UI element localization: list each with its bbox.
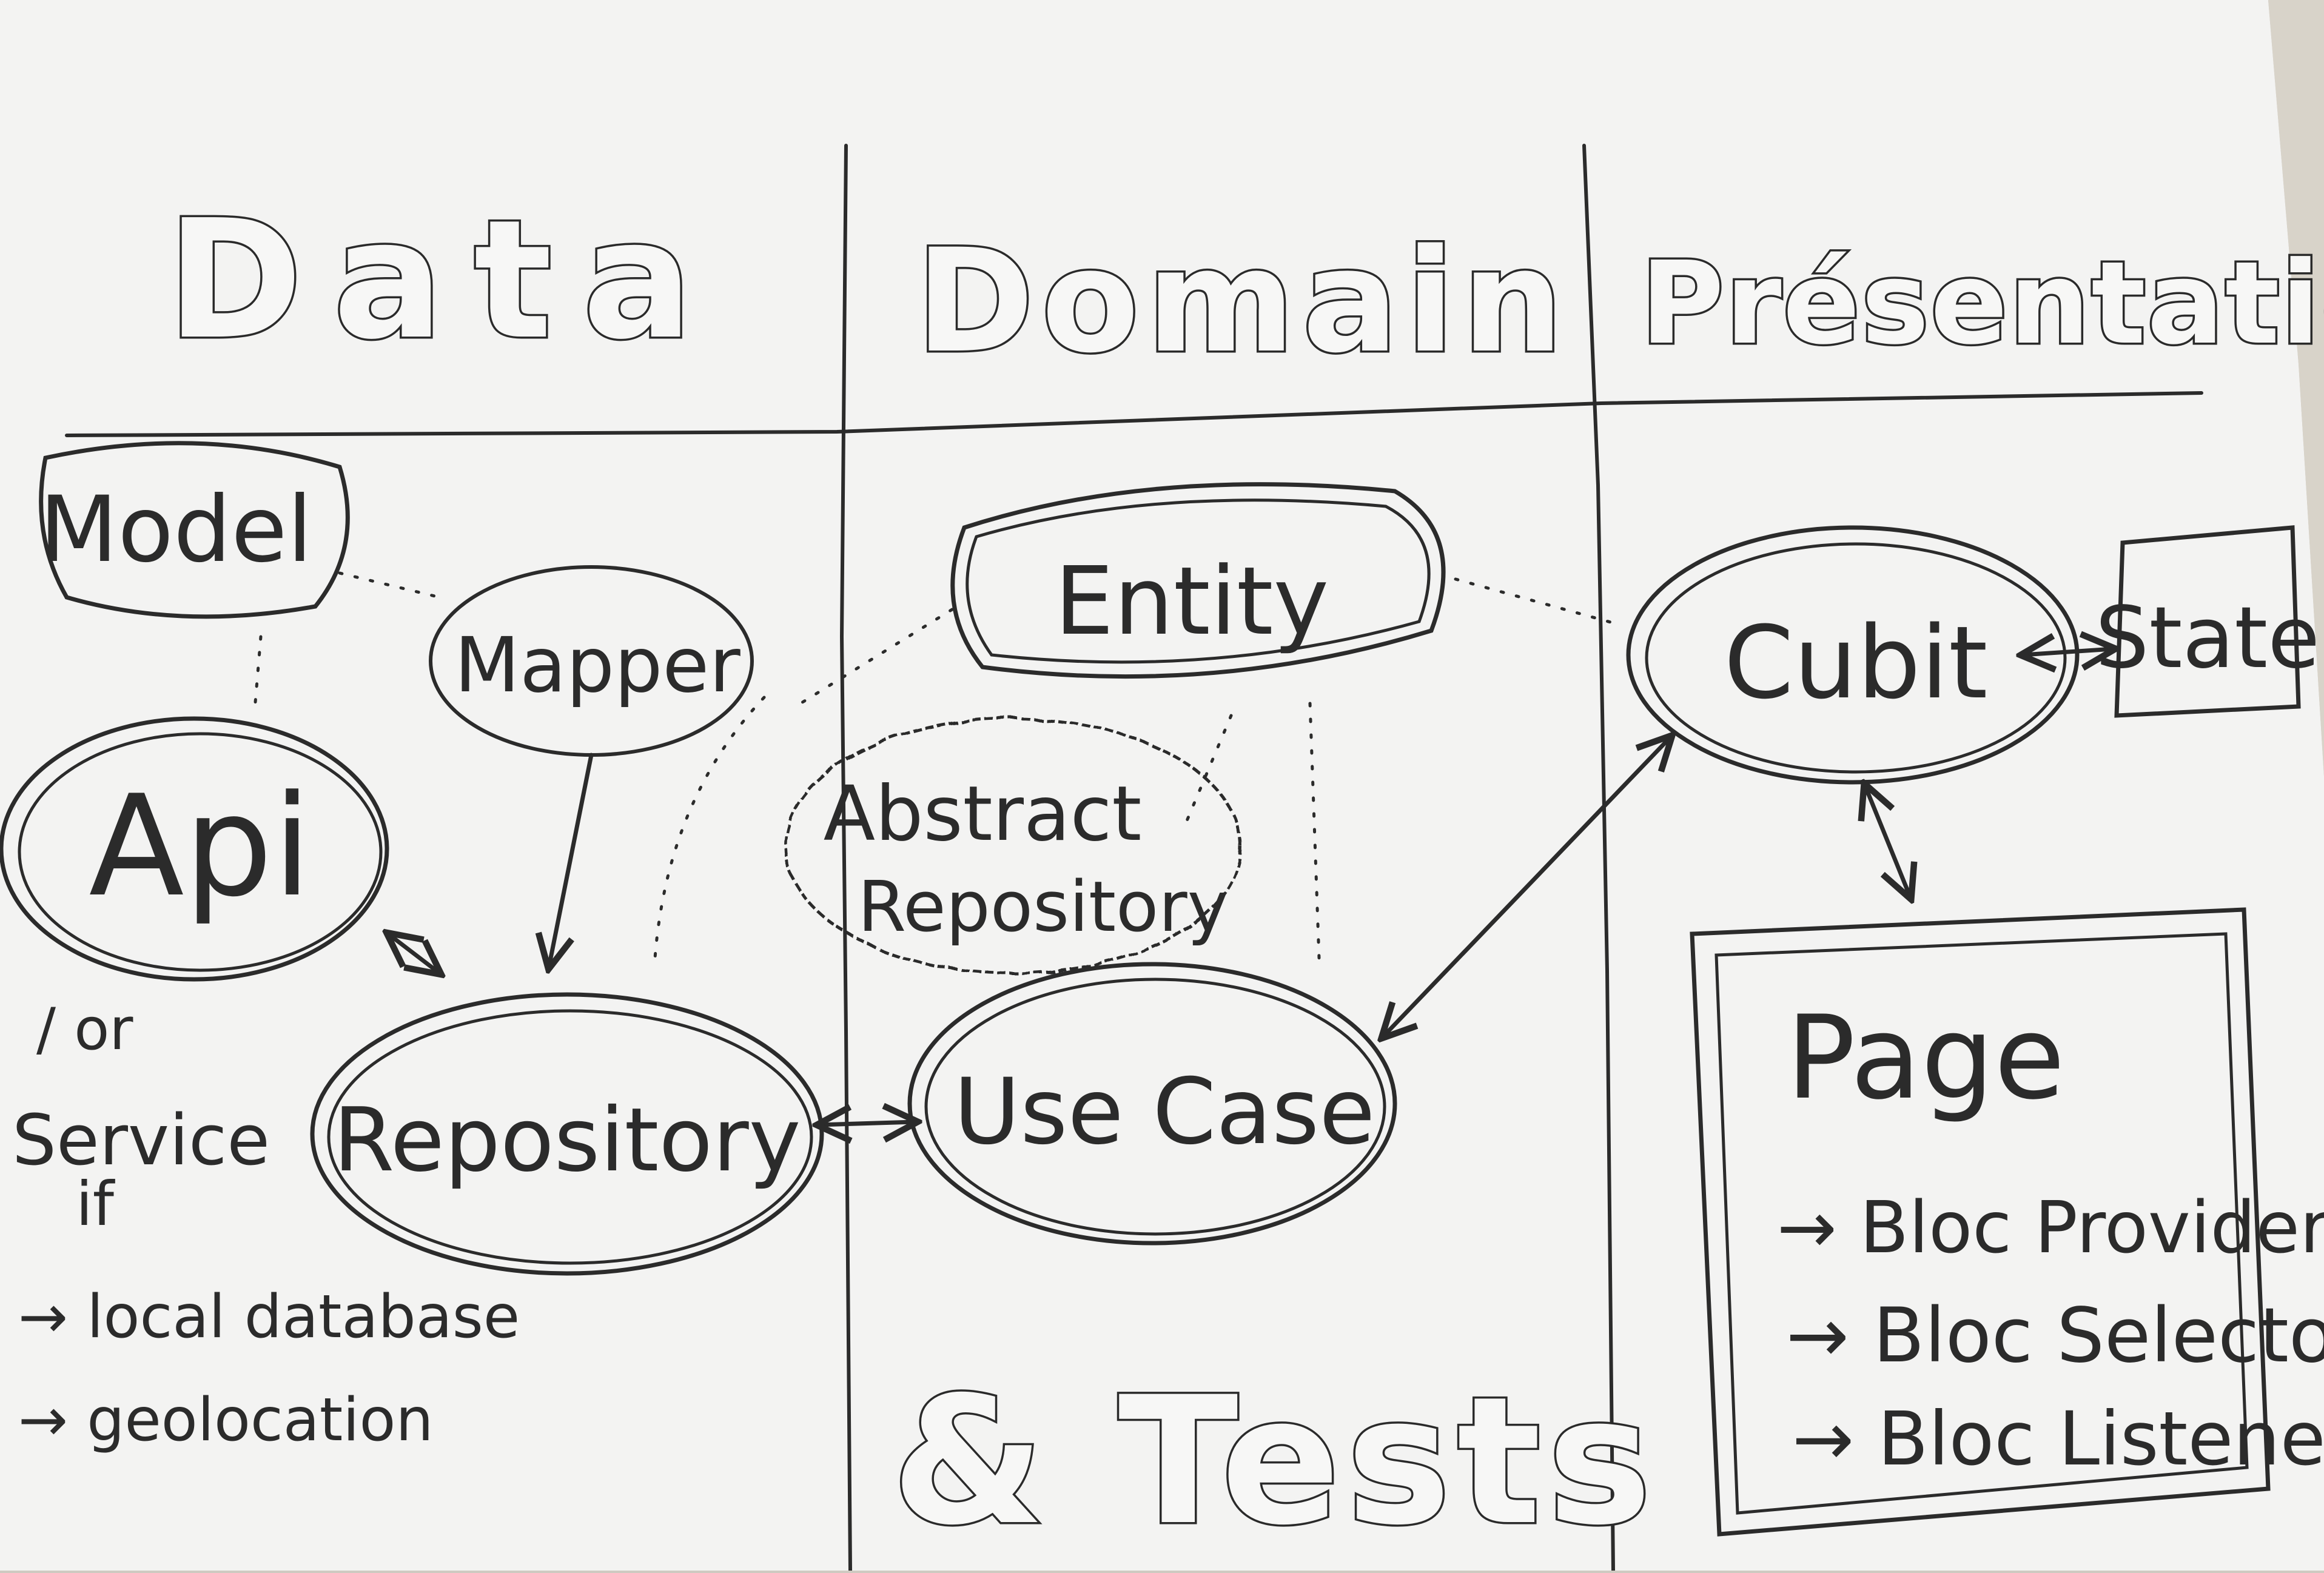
state-label: State xyxy=(2095,589,2320,688)
mapper-label: Mapper xyxy=(454,622,741,709)
page-item-bloc-provider: → Bloc Provider xyxy=(1777,1186,2324,1269)
use-case-node: Use Case xyxy=(907,962,1397,1246)
abstract-repository-label-line2: Repository xyxy=(858,867,1229,948)
api-label: Api xyxy=(89,766,311,928)
abstract-repository-node: Abstract Repository xyxy=(784,717,1242,975)
entity-node: Entity xyxy=(950,482,1446,679)
column-dividers xyxy=(65,144,2203,1572)
api-note: / or Service if → local database → geolo… xyxy=(12,996,520,1455)
arrows xyxy=(388,649,2114,1125)
api-node: Api xyxy=(0,716,389,982)
page-item-bloc-listener: → Bloc Listener xyxy=(1792,1396,2324,1482)
entity-label: Entity xyxy=(1055,546,1329,656)
page-node: Page → Bloc Provider → Bloc Selector → B… xyxy=(1690,907,2324,1537)
abstract-repository-label-line1: Abstract xyxy=(824,770,1142,858)
use-case-label: Use Case xyxy=(954,1059,1375,1165)
api-note-service: Service xyxy=(12,1100,270,1181)
tests-footer: & Tests xyxy=(892,1360,1658,1564)
repository-label: Repository xyxy=(333,1089,801,1192)
column-title-data: Data xyxy=(167,184,724,375)
model-node: Model xyxy=(39,441,350,619)
dotted-links xyxy=(253,571,1621,960)
api-note-geolocation: → geolocation xyxy=(18,1386,434,1455)
api-note-or: / or xyxy=(36,996,133,1063)
cubit-node: Cubit xyxy=(1626,525,2080,785)
state-node: State xyxy=(2095,525,2320,718)
page-label: Page xyxy=(1786,991,2065,1125)
page-item-bloc-selector: → Bloc Selector xyxy=(1786,1292,2324,1380)
api-note-if: if xyxy=(76,1169,116,1239)
column-title-presentation: Présentation xyxy=(1641,237,2324,370)
model-label: Model xyxy=(39,477,312,583)
mapper-node: Mapper xyxy=(429,565,754,757)
cubit-label: Cubit xyxy=(1724,605,1987,721)
repository-node: Repository xyxy=(310,992,824,1276)
api-note-local-database: → local database xyxy=(18,1283,520,1352)
column-title-domain: Domain xyxy=(916,219,1571,384)
